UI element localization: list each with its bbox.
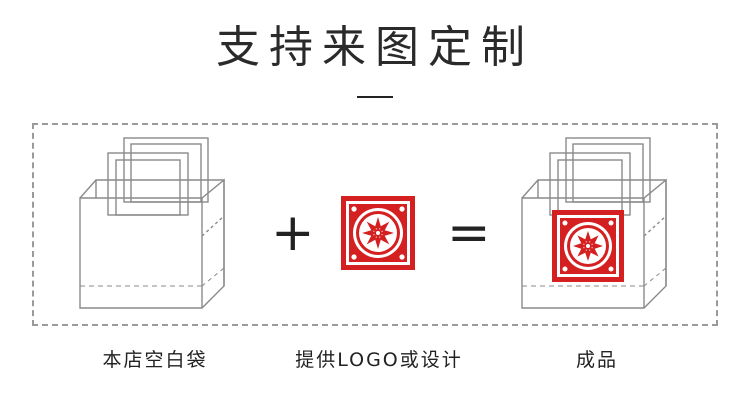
plus-sign: +: [271, 203, 315, 263]
caption-blank-bag: 本店空白袋: [102, 349, 208, 371]
page-title: 支持来图定制: [216, 22, 534, 73]
red-snowflake-medallion-icon: [341, 196, 415, 270]
title-underline: [357, 96, 393, 98]
caption-finished-product: 成品: [575, 349, 618, 371]
tote-bag-outline-icon: [79, 137, 225, 309]
process-frame: [32, 123, 718, 326]
tote-bag-with-logo-icon: [521, 137, 667, 309]
caption-provide-logo: 提供LOGO或设计: [295, 349, 463, 371]
equals-sign: =: [447, 203, 491, 263]
